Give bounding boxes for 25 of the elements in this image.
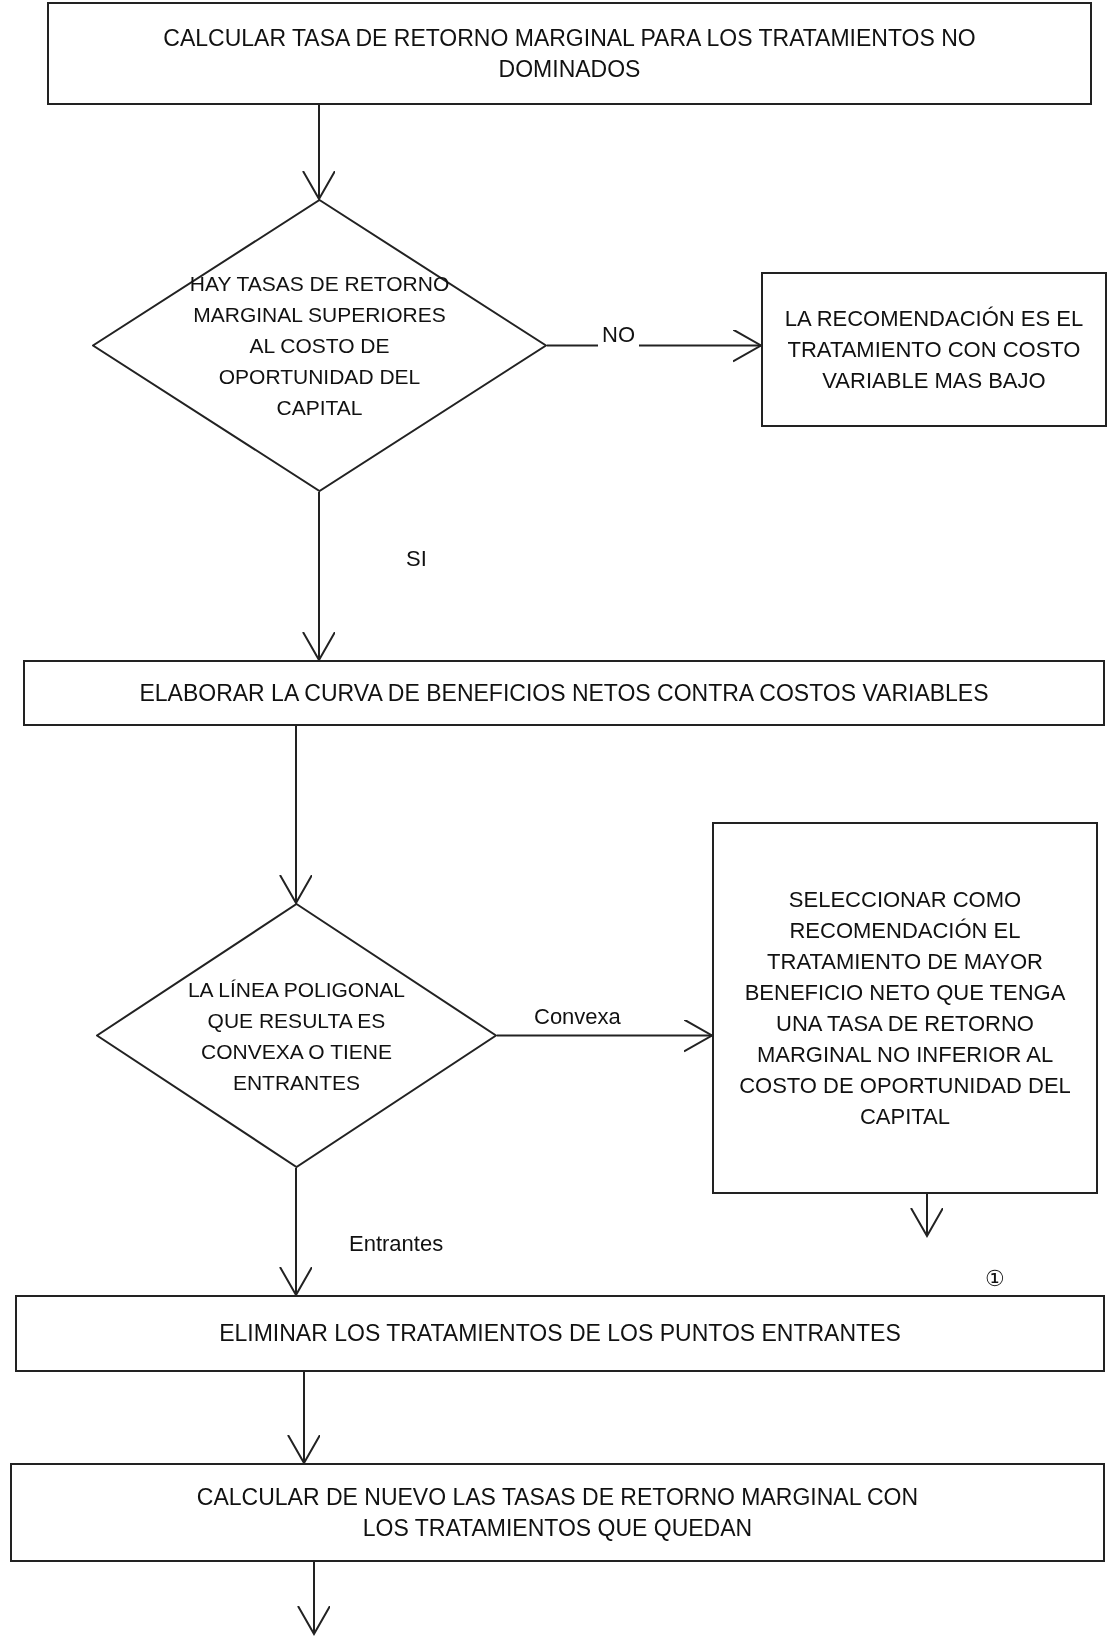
decision-diamond	[96, 903, 497, 1168]
node-text: ELABORAR LA CURVA DE BENEFICIOS NETOS CONTRA COSTOS VARIABLES	[139, 678, 989, 708]
process-box	[10, 1463, 1105, 1562]
node-text: CALCULAR DE NUEVO LAS TASAS DE RETORNO MARGINAL CON LOS TRATAMIENTOS QUE QUEDAN	[195, 1482, 920, 1543]
process-box	[23, 660, 1105, 726]
node-text: LA LÍNEA POLIGONAL QUE RESULTA ES CONVEXA O TIENE ENTRANTES	[186, 976, 407, 1096]
arrow	[302, 104, 336, 200]
arrow	[279, 725, 313, 904]
node-text: LA RECOMENDACIÓN ES EL TRATAMIENTO CON COSTO VARIABLE MAS BAJO	[783, 305, 1085, 395]
process-box	[712, 822, 1098, 1194]
process-box	[761, 272, 1107, 427]
node-text: HAY TASAS DE RETORNO MARGINAL SUPERIORES AL COSTO DE OPORTUNIDAD DEL CAPITAL	[188, 271, 451, 421]
node-text: SELECCIONAR COMO RECOMENDACIÓN EL TRATAMIENTO DE MAYOR BENEFICIO NETO QUE TENGA UNA TASA DE RETORNO MARGINAL NO INFERIOR AL COSTO DE OPORTUNIDAD DEL CAPITAL	[738, 886, 1072, 1131]
arrow	[287, 1371, 321, 1464]
node-text: ELIMINAR LOS TRATAMIENTOS DE LOS PUNTOS ENTRANTES	[219, 1319, 901, 1348]
arrow	[302, 491, 336, 661]
node-text: CALCULAR TASA DE RETORNO MARGINAL PARA LOS TRATAMIENTOS NO DOMINADOS	[162, 23, 977, 84]
arrow	[297, 1561, 331, 1635]
arrow	[910, 1193, 944, 1237]
decision-diamond	[92, 199, 547, 492]
process-box	[15, 1295, 1105, 1372]
arrow	[279, 1167, 313, 1296]
arrow	[496, 1018, 713, 1053]
callout-number: ①	[985, 1265, 1005, 1293]
process-box	[47, 2, 1092, 105]
